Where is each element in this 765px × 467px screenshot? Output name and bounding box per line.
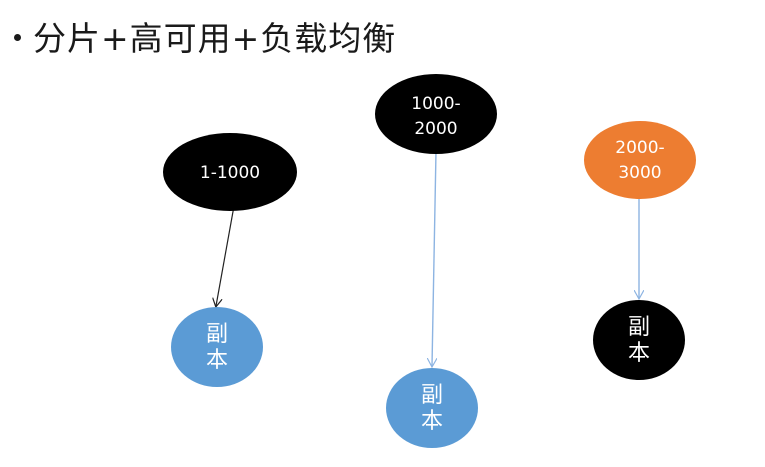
replica-node-1-label-line1: 副 <box>206 322 228 347</box>
shard-node-1-1000: 1-1000 <box>163 133 297 211</box>
slide-title-row: 分片+高可用+负载均衡 <box>14 14 396 58</box>
shard-node-3-label-line1: 2000- <box>615 138 664 158</box>
slide-title: 分片+高可用+负载均衡 <box>33 19 397 58</box>
shard-node-2-shape <box>375 74 497 154</box>
shard-node-2000-3000: 2000- 3000 <box>584 121 696 199</box>
shard-node-1-label: 1-1000 <box>200 163 260 183</box>
replica-node-2-label-line2: 本 <box>421 409 443 434</box>
edge-shard-2-to-replica-2 <box>432 150 436 366</box>
shard-node-1000-2000: 1000- 2000 <box>375 74 497 154</box>
shard-node-1-shape <box>163 133 297 211</box>
edge-shard-1-to-replica-1 <box>216 205 235 306</box>
replica-node-1: 副 本 <box>171 307 263 387</box>
replica-node-2-shape <box>386 368 478 448</box>
replica-node-3-label-line2: 本 <box>628 341 650 366</box>
shard-node-3-shape <box>584 121 696 199</box>
bullet-icon <box>14 33 21 41</box>
replica-node-1-shape <box>171 307 263 387</box>
replica-node-2-label-line1: 副 <box>421 383 443 408</box>
shard-node-2-label-line2: 2000 <box>414 119 457 139</box>
shard-node-2-label-line1: 1000- <box>411 94 460 114</box>
replica-node-3-shape <box>593 300 685 380</box>
replica-node-2: 副 本 <box>386 368 478 448</box>
replica-node-1-label-line2: 本 <box>206 348 228 373</box>
replica-node-3-label-line1: 副 <box>628 315 650 340</box>
shard-node-3-label-line2: 3000 <box>618 163 661 183</box>
replica-node-3: 副 本 <box>593 300 685 380</box>
